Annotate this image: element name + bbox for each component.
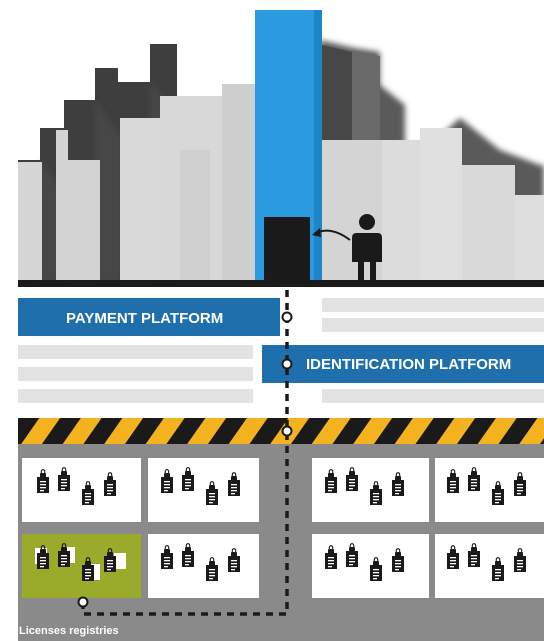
registry-card	[312, 534, 429, 598]
person-icon	[352, 214, 382, 282]
path-node	[77, 596, 89, 608]
door-icon	[264, 217, 310, 282]
registry-card	[148, 534, 259, 598]
registry-card	[435, 458, 544, 522]
payment-platform-bar	[18, 298, 280, 336]
path-node	[281, 425, 293, 437]
registry-card	[435, 534, 544, 598]
ground-line	[18, 280, 544, 287]
registry-card	[312, 458, 429, 522]
path-node	[281, 311, 293, 323]
licenses-registries-label: Licenses registries	[19, 625, 119, 637]
payment-platform-label: PAYMENT PLATFORM	[66, 310, 224, 327]
hazard-stripe	[18, 418, 544, 444]
registry-card-highlighted	[22, 534, 141, 598]
city-skyline	[18, 10, 544, 282]
identification-platform-label: IDENTIFICATION PLATFORM	[306, 356, 512, 373]
path-node	[281, 358, 293, 370]
platform-layer	[18, 298, 544, 403]
registry-card	[22, 458, 141, 522]
registry-card	[148, 458, 259, 522]
identification-platform-bar	[262, 345, 544, 383]
connection-path	[81, 290, 289, 616]
